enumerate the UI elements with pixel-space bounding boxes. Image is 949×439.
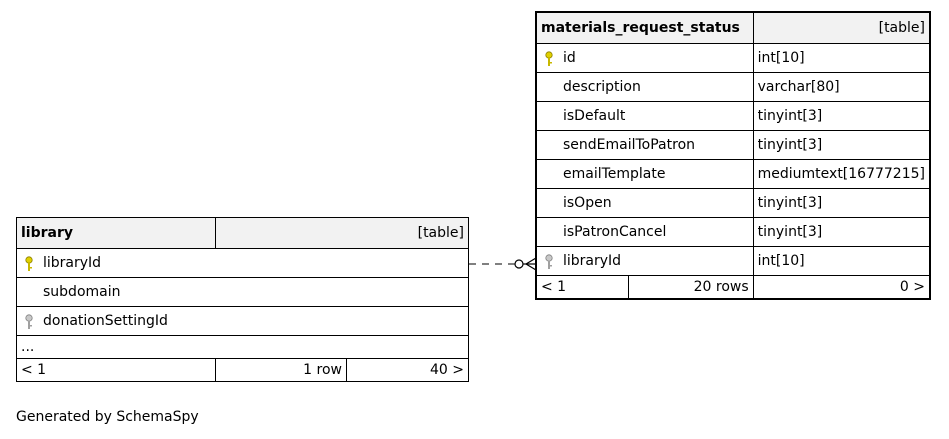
column-row[interactable]: sendEmailToPatron tinyint[3]	[535, 130, 931, 160]
column-row[interactable]: donationSettingId	[16, 306, 469, 336]
table-title: library	[16, 217, 216, 249]
column-row[interactable]: subdomain	[16, 277, 469, 307]
column-name: libraryId	[563, 253, 622, 269]
column-type: tinyint[3]	[752, 217, 931, 247]
materials-request-status-table[interactable]: materials_request_status [table] id int[…	[535, 11, 931, 300]
children-count: 0 >	[752, 275, 931, 300]
table-title: materials_request_status	[535, 12, 754, 44]
index-key-icon	[25, 314, 33, 329]
column-row[interactable]: description varchar[80]	[535, 72, 931, 102]
column-name: isDefault	[563, 108, 626, 124]
table-type-label: [table]	[752, 12, 931, 44]
column-type: mediumtext[16777215]	[752, 159, 931, 189]
column-type: tinyint[3]	[752, 188, 931, 218]
column-row[interactable]: emailTemplate mediumtext[16777215]	[535, 159, 931, 189]
column-type: varchar[80]	[752, 72, 931, 102]
index-key-icon	[545, 254, 553, 269]
column-name: libraryId	[43, 255, 102, 271]
column-name: emailTemplate	[563, 166, 666, 182]
column-row[interactable]: isOpen tinyint[3]	[535, 188, 931, 218]
row-count: 20 rows	[627, 275, 754, 300]
more-columns-ellipsis: ...	[16, 335, 469, 359]
column-type: int[10]	[752, 246, 931, 276]
table-type-label: [table]	[215, 217, 469, 249]
column-row[interactable]: id int[10]	[535, 43, 931, 73]
column-name: isOpen	[563, 195, 612, 211]
column-row[interactable]: libraryId	[16, 248, 469, 278]
column-name: id	[563, 50, 576, 66]
column-type: int[10]	[752, 43, 931, 73]
row-count: 1 row	[215, 358, 347, 382]
table-footer: < 1 1 row 40 >	[16, 358, 469, 382]
primary-key-icon	[545, 51, 553, 66]
column-name: donationSettingId	[43, 313, 168, 329]
parents-count: < 1	[16, 358, 216, 382]
table-footer: < 1 20 rows 0 >	[535, 275, 931, 300]
column-type: tinyint[3]	[752, 101, 931, 131]
column-name: isPatronCancel	[563, 224, 667, 240]
column-name: description	[563, 79, 641, 95]
column-row[interactable]: libraryId int[10]	[535, 246, 931, 276]
column-type: tinyint[3]	[752, 130, 931, 160]
parents-count: < 1	[535, 275, 629, 300]
column-name: sendEmailToPatron	[563, 137, 696, 153]
children-count: 40 >	[346, 358, 469, 382]
primary-key-icon	[25, 256, 33, 271]
library-table[interactable]: library [table] libraryId subdomain dona…	[16, 217, 469, 382]
column-name: subdomain	[43, 284, 121, 300]
column-row[interactable]: isDefault tinyint[3]	[535, 101, 931, 131]
generated-by-label: Generated by SchemaSpy	[16, 409, 199, 425]
column-row[interactable]: isPatronCancel tinyint[3]	[535, 217, 931, 247]
